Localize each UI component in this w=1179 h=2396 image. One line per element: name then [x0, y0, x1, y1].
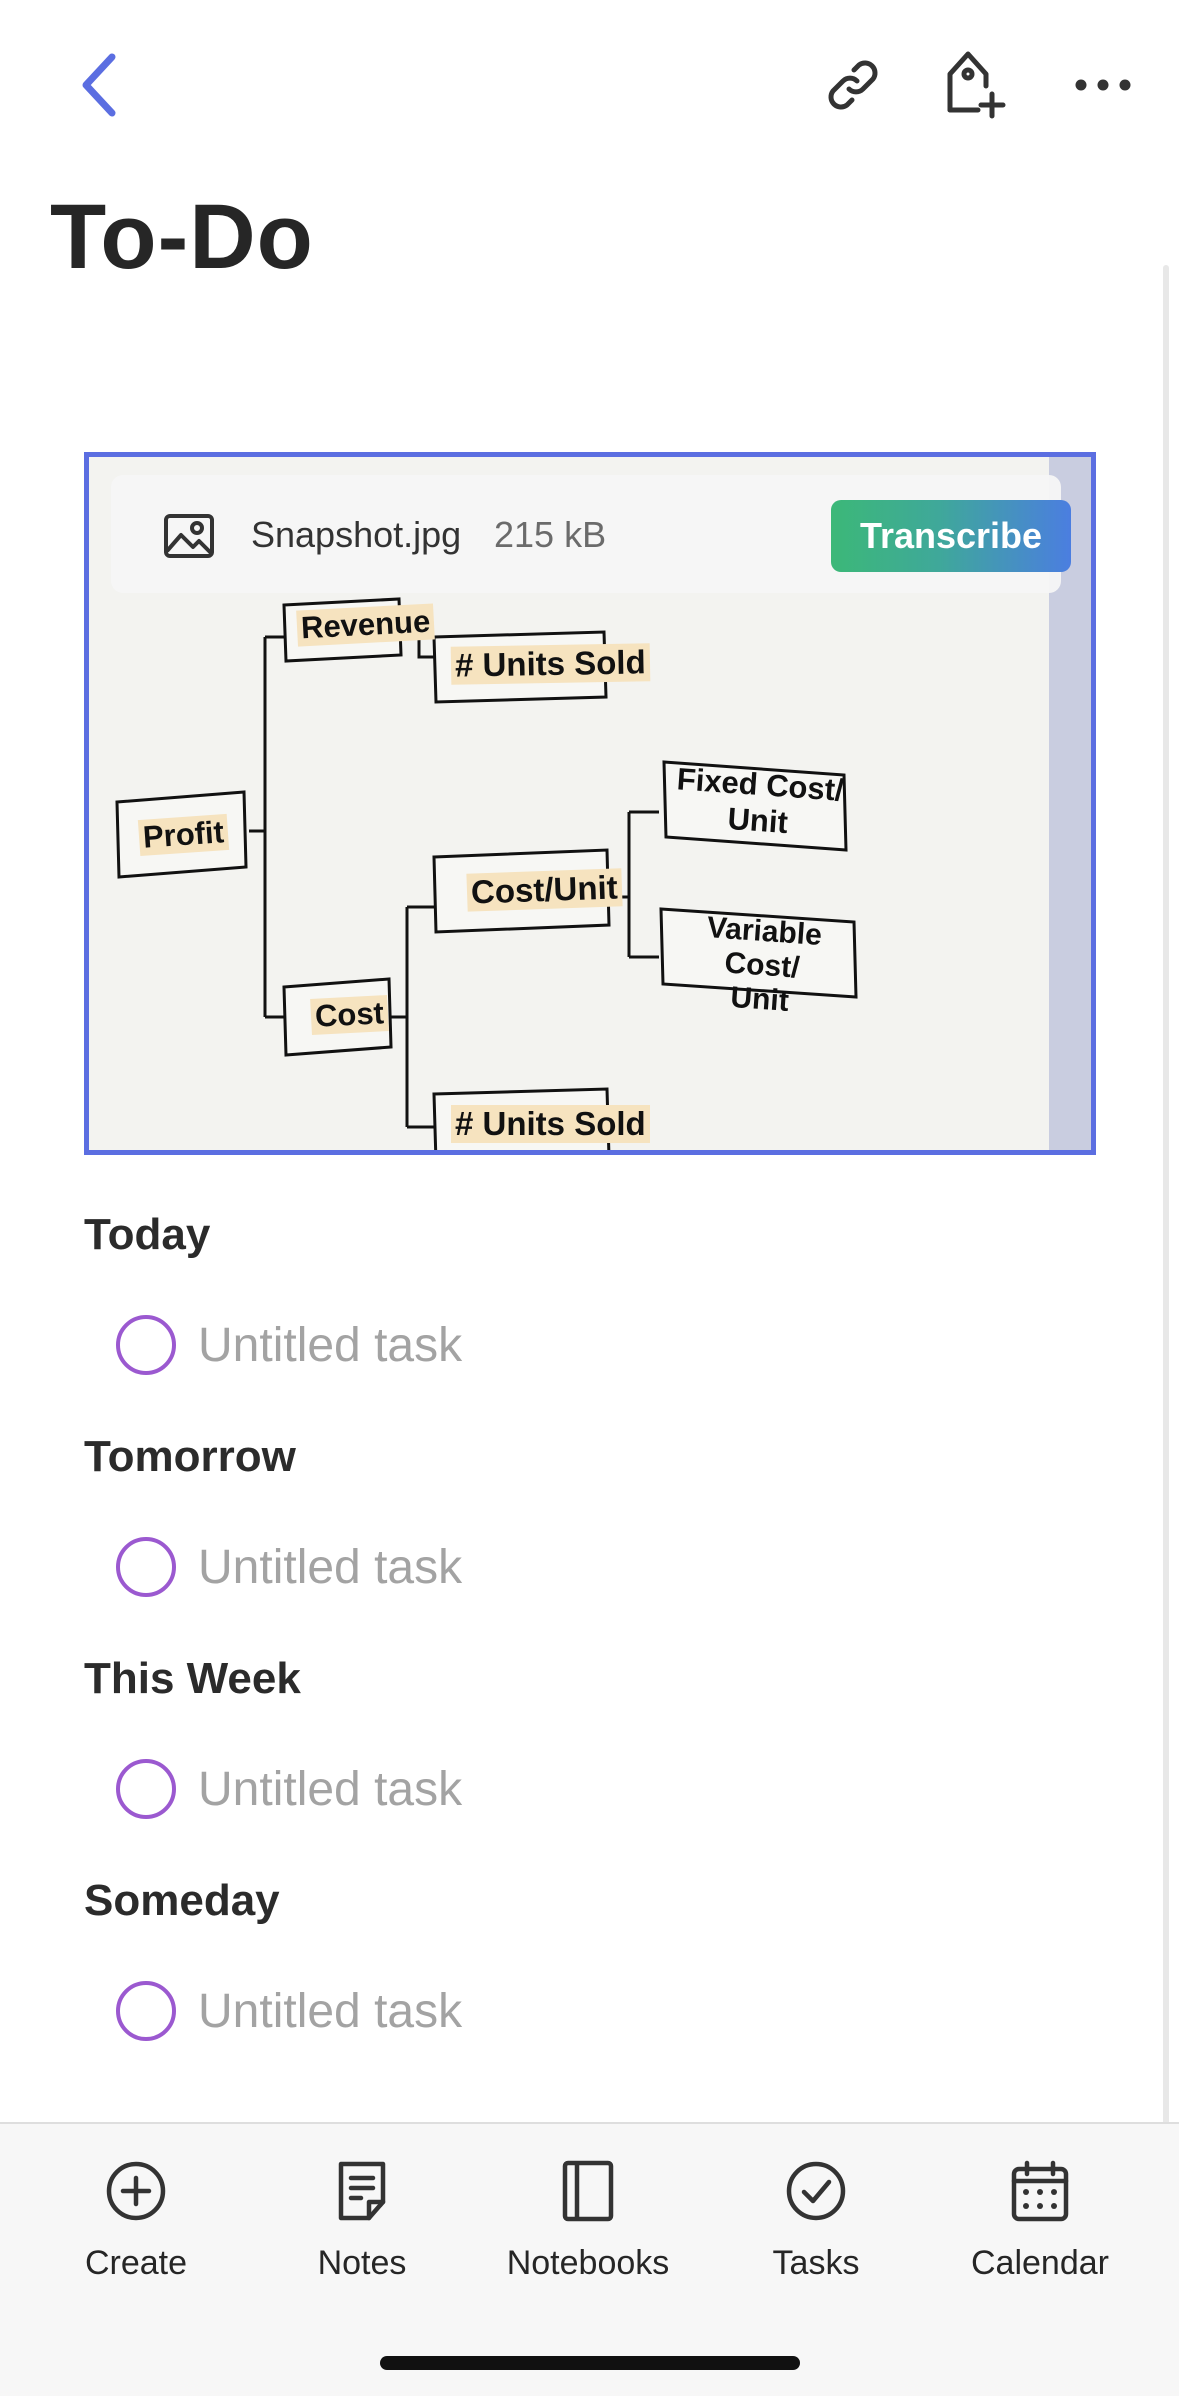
- calendar-icon: [1011, 2160, 1069, 2222]
- ellipsis-icon: [1075, 79, 1130, 90]
- diagram-label-fixed-cost: Fixed Cost/ Unit: [667, 761, 852, 845]
- image-icon: [164, 514, 214, 558]
- task-item[interactable]: Untitled task: [116, 1976, 1016, 2046]
- diagram-label-variable-cost: Variable Cost/ Unit: [664, 908, 861, 1023]
- section-title-someday: Someday: [84, 1876, 280, 1925]
- link-icon: [828, 60, 877, 109]
- tab-notes[interactable]: Notes: [262, 2158, 462, 2288]
- attachment-header: Snapshot.jpg 215 kB Transcribe: [111, 475, 1071, 593]
- tab-tasks[interactable]: Tasks: [716, 2158, 916, 2288]
- task-checkbox[interactable]: [116, 1981, 176, 2041]
- section-title-tomorrow: Tomorrow: [84, 1432, 296, 1481]
- tab-notes-label: Notes: [317, 2244, 407, 2282]
- task-title[interactable]: Untitled task: [198, 1984, 463, 2038]
- more-options-button[interactable]: [1060, 42, 1145, 127]
- check-circle-icon: [786, 2161, 846, 2221]
- tab-calendar-label: Calendar: [971, 2244, 1109, 2282]
- note-title[interactable]: To-Do: [50, 186, 314, 288]
- tab-tasks-label: Tasks: [772, 2244, 860, 2282]
- diagram-label-units-sold-top: # Units Sold: [450, 643, 651, 685]
- section-title-today: Today: [84, 1210, 211, 1259]
- diagram-label-profit: Profit: [137, 813, 230, 857]
- tag-add-icon: [947, 51, 1006, 119]
- notebook-icon: [562, 2160, 614, 2222]
- transcribe-button[interactable]: Transcribe: [831, 500, 1071, 572]
- tab-calendar[interactable]: Calendar: [940, 2158, 1140, 2288]
- tab-notebooks[interactable]: Notebooks: [488, 2158, 688, 2288]
- task-checkbox[interactable]: [116, 1537, 176, 1597]
- link-button[interactable]: [810, 42, 895, 127]
- top-bar: [0, 0, 1179, 170]
- home-indicator[interactable]: [380, 2356, 800, 2370]
- diagram-label-units-sold-bottom: # Units Sold: [451, 1105, 650, 1143]
- task-item[interactable]: Untitled task: [116, 1310, 1016, 1380]
- plus-circle-icon: [106, 2161, 166, 2221]
- note-icon: [338, 2161, 386, 2221]
- back-button[interactable]: [60, 40, 140, 130]
- section-title-this-week: This Week: [84, 1654, 301, 1703]
- task-item[interactable]: Untitled task: [116, 1532, 1016, 1602]
- task-title[interactable]: Untitled task: [198, 1540, 463, 1594]
- attachment-size: 215 kB: [494, 514, 607, 555]
- task-title[interactable]: Untitled task: [198, 1318, 463, 1372]
- add-tag-button[interactable]: [930, 38, 1020, 128]
- diagram-label-revenue: Revenue: [296, 603, 436, 647]
- scrollbar[interactable]: [1163, 265, 1169, 2125]
- tab-create-label: Create: [84, 2244, 188, 2282]
- bottom-tab-bar: Create Notes Notebooks Tasks: [0, 2122, 1179, 2396]
- chevron-left-icon: [82, 53, 116, 117]
- task-checkbox[interactable]: [116, 1759, 176, 1819]
- diagram-label-cost: Cost: [310, 995, 389, 1035]
- task-title[interactable]: Untitled task: [198, 1762, 463, 1816]
- tab-notebooks-label: Notebooks: [506, 2244, 670, 2282]
- task-item[interactable]: Untitled task: [116, 1754, 1016, 1824]
- image-attachment[interactable]: Revenue # Units Sold Profit Cost Cost/Un…: [84, 452, 1096, 1155]
- tab-create[interactable]: Create: [36, 2158, 236, 2288]
- task-checkbox[interactable]: [116, 1315, 176, 1375]
- diagram-label-cost-unit: Cost/Unit: [466, 868, 623, 912]
- attachment-filename: Snapshot.jpg: [251, 514, 462, 555]
